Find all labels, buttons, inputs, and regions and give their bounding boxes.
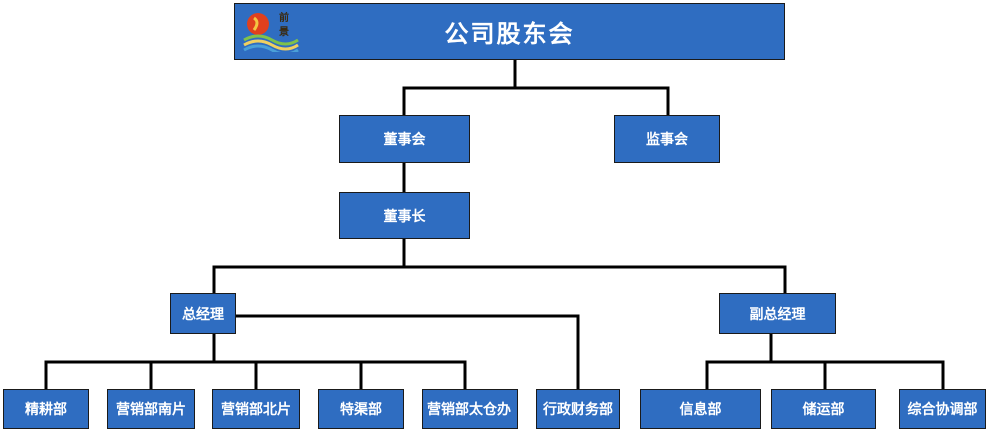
department-label: 综合协调部 <box>907 402 978 418</box>
department-box: 信息部 <box>640 389 761 429</box>
department-label: 信息部 <box>679 402 722 418</box>
company-logo-icon: 前 景 <box>243 11 299 52</box>
department-label: 营销部北片 <box>221 402 291 418</box>
shareholders-meeting-label: 公司股东会 <box>444 20 575 48</box>
connector-chairman-split <box>212 265 787 293</box>
department-box: 特渠部 <box>318 389 404 429</box>
department-box: 营销部南片 <box>107 389 195 429</box>
board-label: 董事会 <box>383 132 426 148</box>
chairman-box: 董事长 <box>339 192 470 239</box>
chairman-label: 董事长 <box>383 208 426 225</box>
department-box: 储运部 <box>771 389 876 429</box>
supervisors-box: 监事会 <box>614 115 720 163</box>
department-label: 储运部 <box>802 402 845 418</box>
shareholders-meeting-box: 前 景 公司股东会 <box>234 3 785 60</box>
department-label: 精耕部 <box>25 402 67 418</box>
deputy-gm-box: 副总经理 <box>719 293 836 334</box>
department-box: 精耕部 <box>3 389 89 429</box>
department-box: 营销部太仓办 <box>422 389 518 429</box>
department-label: 营销部太仓办 <box>427 402 511 418</box>
department-box: 行政财务部 <box>536 389 620 429</box>
connector-top-split <box>402 86 670 115</box>
deputy-gm-label: 副总经理 <box>749 306 806 323</box>
department-label: 特渠部 <box>340 402 382 418</box>
svg-text:前: 前 <box>279 11 291 24</box>
supervisors-label: 监事会 <box>646 132 688 148</box>
board-box: 董事会 <box>339 115 470 163</box>
gm-label: 总经理 <box>182 306 224 323</box>
department-label: 营销部南片 <box>116 402 186 418</box>
department-label: 行政财务部 <box>543 402 613 418</box>
svg-text:景: 景 <box>279 26 291 38</box>
department-box: 营销部北片 <box>212 389 300 429</box>
department-box: 综合协调部 <box>899 389 986 429</box>
connector-gm-finance <box>235 314 580 389</box>
gm-box: 总经理 <box>170 293 236 334</box>
